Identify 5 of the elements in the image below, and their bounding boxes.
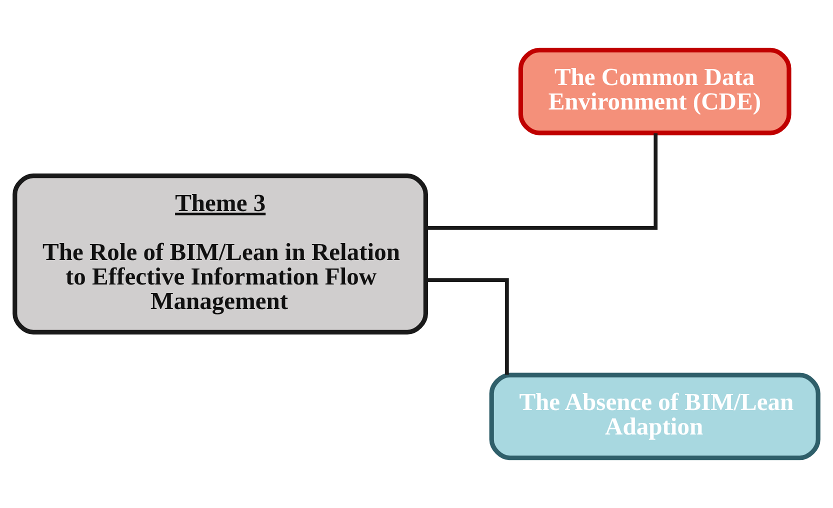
connector — [426, 278, 509, 375]
node-box: The Common Data Environment (CDE) — [518, 48, 792, 136]
connector — [426, 133, 658, 230]
node-box: The Absence of BIM/Lean Adaption — [489, 372, 820, 460]
node-box: Theme 3 The Role of BIM/Lean in Relation to Effective Information Flow Management — [12, 174, 428, 334]
